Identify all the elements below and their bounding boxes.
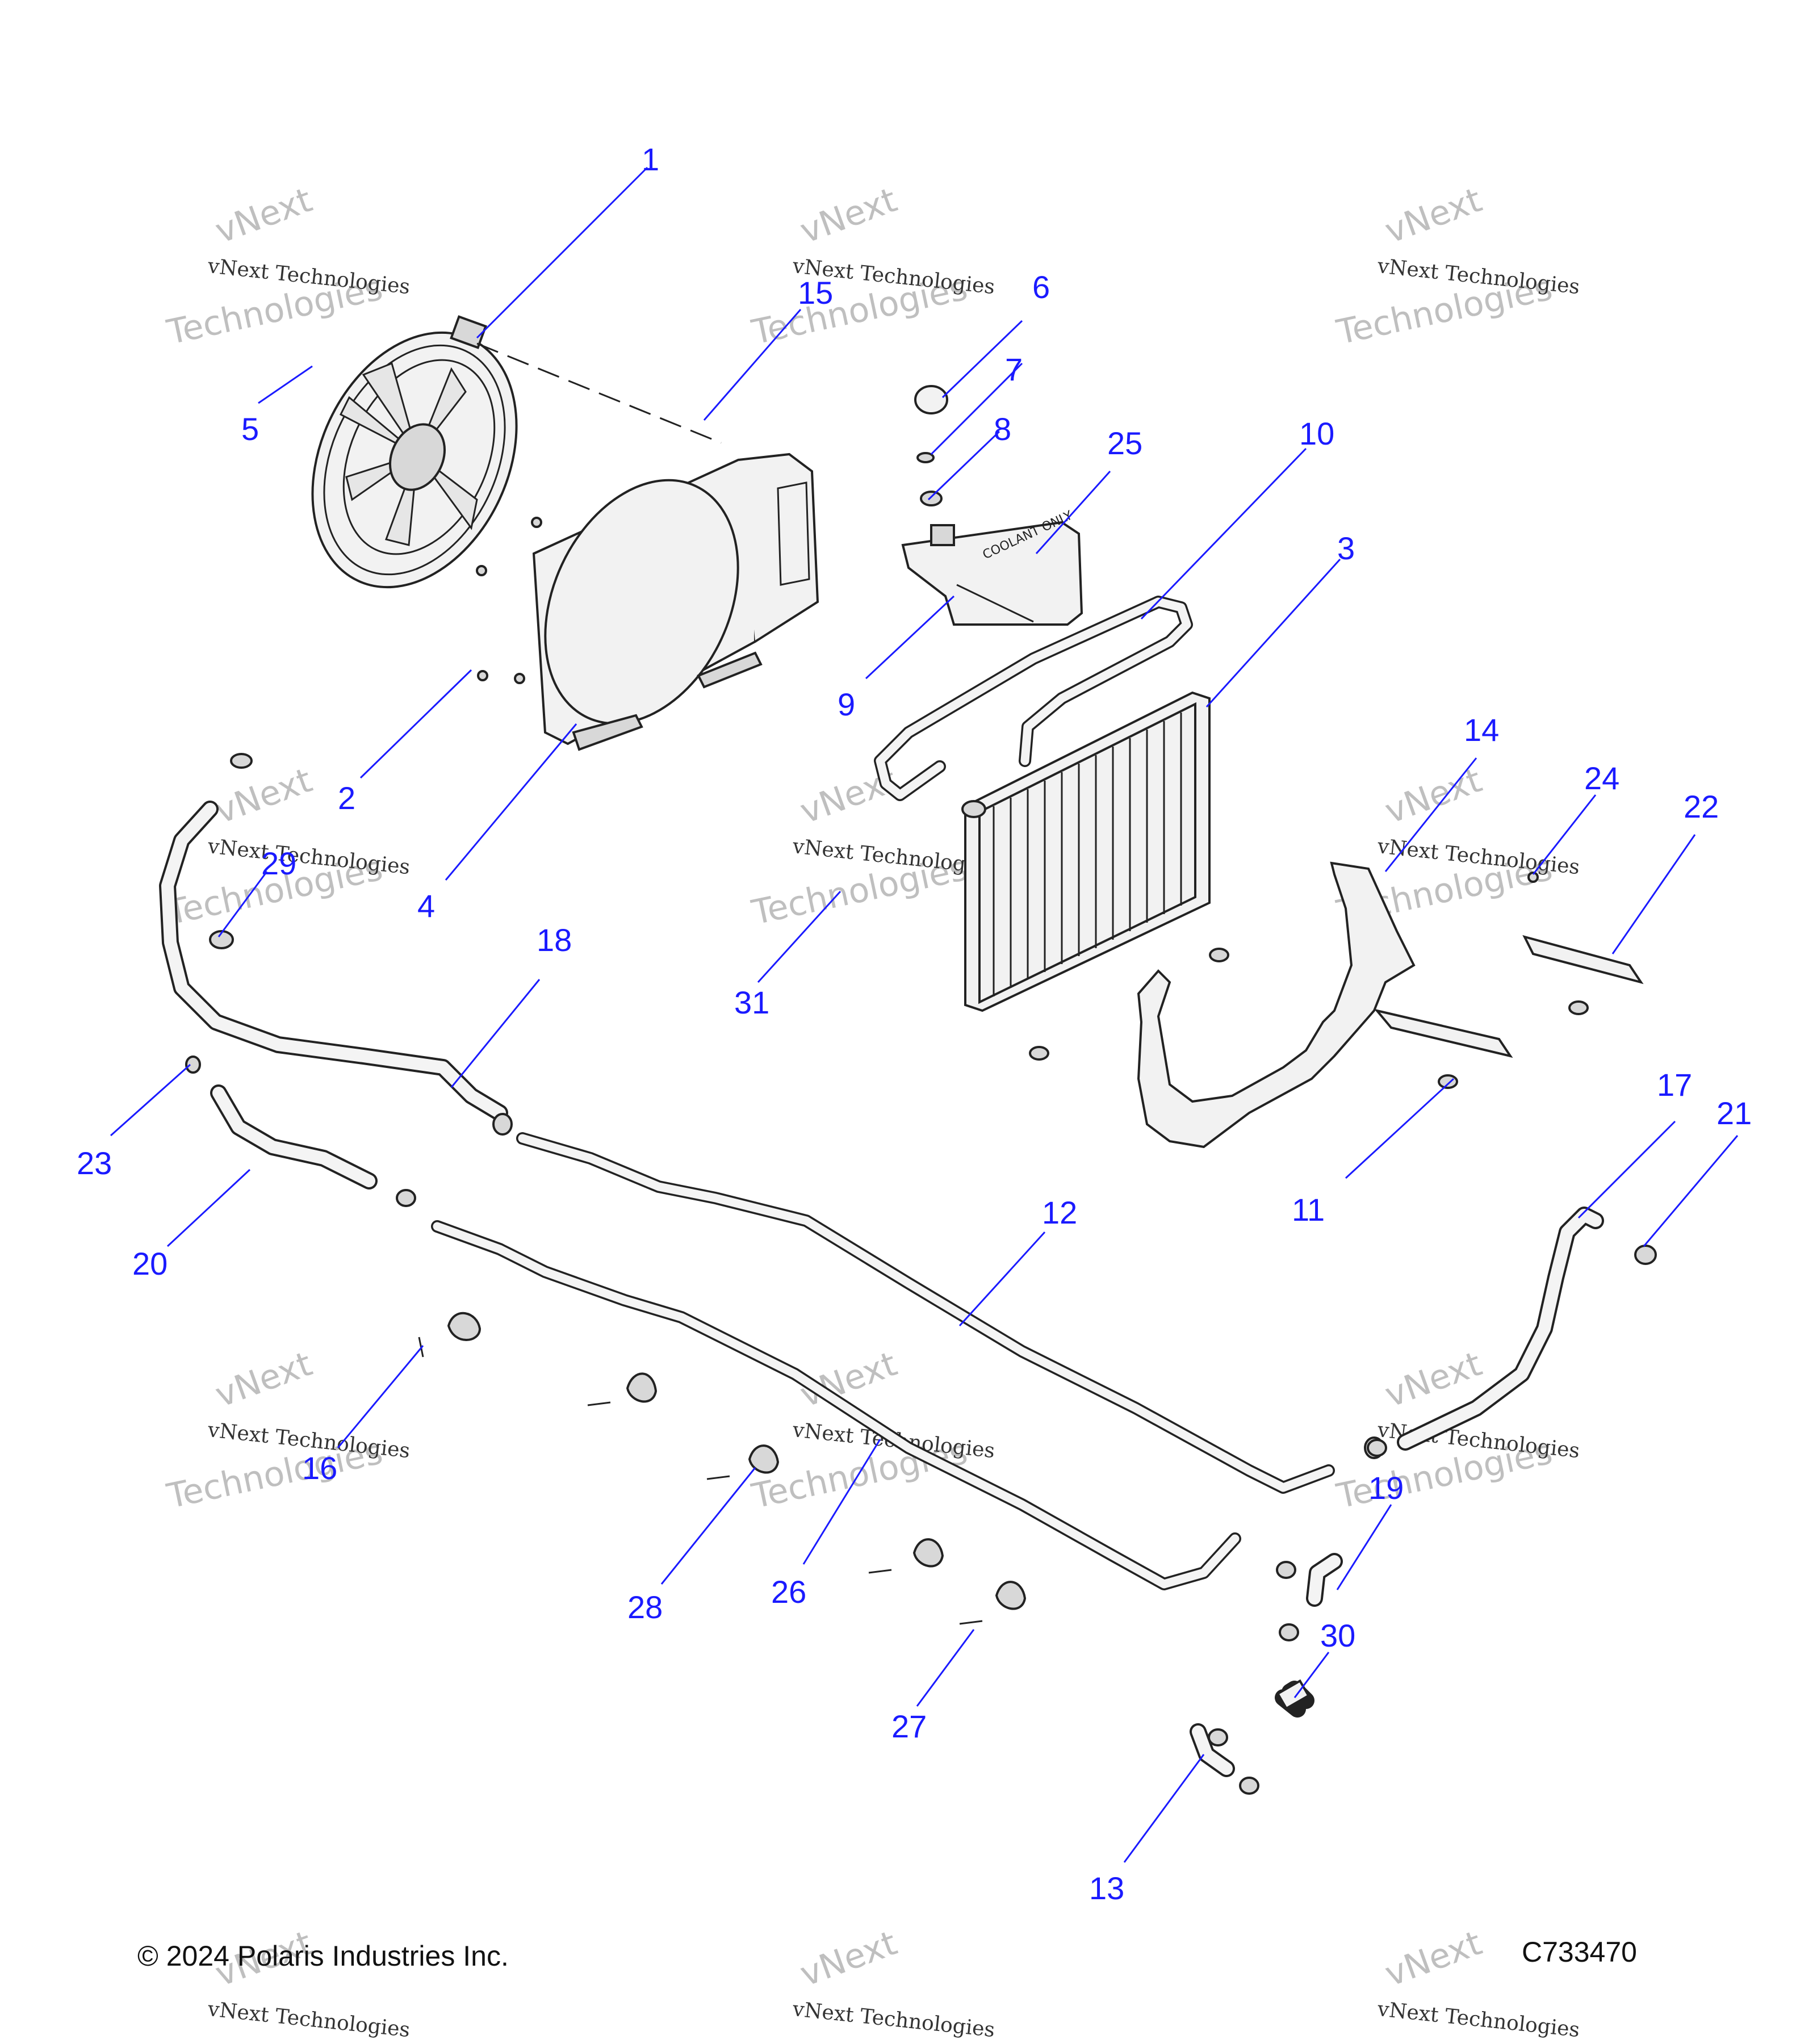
callout-14: 14: [1464, 712, 1499, 748]
watermark-vnext: vNext: [795, 180, 902, 252]
callout-7: 7: [1005, 351, 1023, 387]
watermark-vnext: vNext: [1380, 180, 1487, 252]
callouts: 1 2 3 4 5 6 7 8 9 10 11 12 13 14 15 16 1…: [77, 141, 1752, 1906]
watermark: vNext vNext Technologies: [791, 1923, 996, 2042]
callout-10: 10: [1299, 416, 1334, 451]
radiator: [961, 691, 1589, 1089]
callout-5: 5: [241, 411, 259, 447]
callout-2: 2: [338, 780, 355, 816]
callout-31: 31: [734, 985, 769, 1020]
callout-16: 16: [302, 1450, 337, 1486]
coolant-reservoir: COOLANT ONLY: [901, 385, 1083, 626]
callout-23: 23: [77, 1145, 112, 1181]
watermark-vnext: vNext: [210, 1344, 317, 1415]
copyright-text: © 2024 Polaris Industries Inc.: [137, 1940, 509, 1972]
hose-lower: [431, 1220, 1241, 1590]
fan-shroud: [476, 453, 819, 751]
small-hoses: [1190, 1553, 1343, 1795]
radiator-bracket: [1137, 861, 1644, 1149]
callout-30: 30: [1320, 1618, 1355, 1653]
callout-21: 21: [1716, 1095, 1752, 1131]
watermark-text: vNext Technologies: [791, 1997, 996, 2042]
watermark-text: vNext Technologies: [1376, 1997, 1581, 2042]
watermark-vnext: vNext: [210, 760, 317, 832]
hose-clamps: [418, 1312, 1027, 1625]
watermark: vNext Technologies vNext Technologies: [163, 1344, 411, 1517]
callout-17: 17: [1657, 1067, 1692, 1103]
watermark-vnext: vNext: [210, 180, 317, 252]
callout-27: 27: [891, 1708, 927, 1744]
callout-12: 12: [1042, 1195, 1077, 1230]
callout-24: 24: [1584, 760, 1619, 796]
watermark-vnext: vNext: [1380, 1923, 1487, 1995]
hose-18: [159, 753, 508, 1121]
watermark-vnext: vNext: [1380, 760, 1487, 832]
callout-20: 20: [132, 1246, 168, 1281]
callout-15: 15: [798, 275, 833, 311]
callout-11: 11: [1292, 1192, 1325, 1228]
watermark: vNext Technologies vNext Technologies: [1333, 180, 1581, 353]
callout-25: 25: [1107, 425, 1142, 461]
watermark: vNext Technologies vNext Technologies: [163, 180, 411, 353]
callout-22: 22: [1684, 789, 1719, 824]
callout-6: 6: [1032, 269, 1050, 305]
callout-4: 4: [417, 888, 435, 924]
callout-19: 19: [1368, 1470, 1404, 1506]
hose-17: [1367, 1207, 1657, 1457]
leader-lines: [110, 166, 1739, 1863]
hose-20: [185, 1055, 416, 1207]
callout-3: 3: [1337, 530, 1355, 566]
callout-1: 1: [642, 141, 659, 177]
callout-26: 26: [771, 1574, 806, 1610]
watermark: vNext Technologies vNext Technologies: [748, 760, 996, 933]
callout-18: 18: [537, 922, 572, 958]
cooling-fan: [311, 315, 722, 589]
callout-29: 29: [261, 845, 296, 881]
callout-28: 28: [627, 1589, 663, 1625]
radiator-fins: [993, 713, 1182, 996]
callout-8: 8: [994, 411, 1011, 447]
callout-13: 13: [1089, 1870, 1124, 1906]
watermark-text: vNext Technologies: [206, 1997, 411, 2042]
diagram-code: C733470: [1522, 1936, 1637, 1968]
watermark-vnext: vNext: [795, 1923, 902, 1995]
callout-9: 9: [838, 686, 855, 722]
